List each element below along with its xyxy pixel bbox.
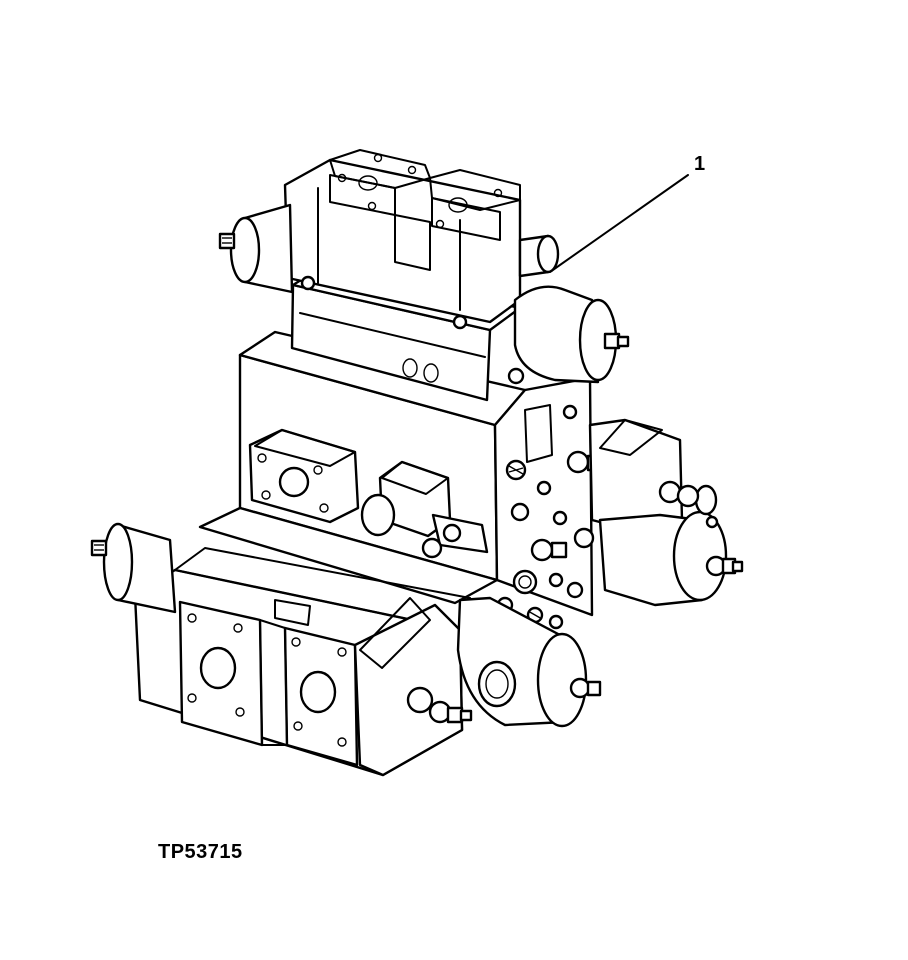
figure-id-label: TP53715 [158, 841, 243, 863]
top-left-solenoid [218, 203, 294, 294]
lower-right-solenoid [406, 596, 602, 728]
lower-directional-valve [90, 506, 499, 777]
right-side-valve [588, 418, 744, 607]
manifold-block [238, 330, 594, 617]
manifold-front-details [248, 428, 489, 559]
callout-1-label: 1 [694, 153, 705, 175]
top-directional-valve [283, 149, 522, 402]
callout-1: 1 [549, 153, 705, 273]
top-right-solenoid [507, 234, 630, 385]
